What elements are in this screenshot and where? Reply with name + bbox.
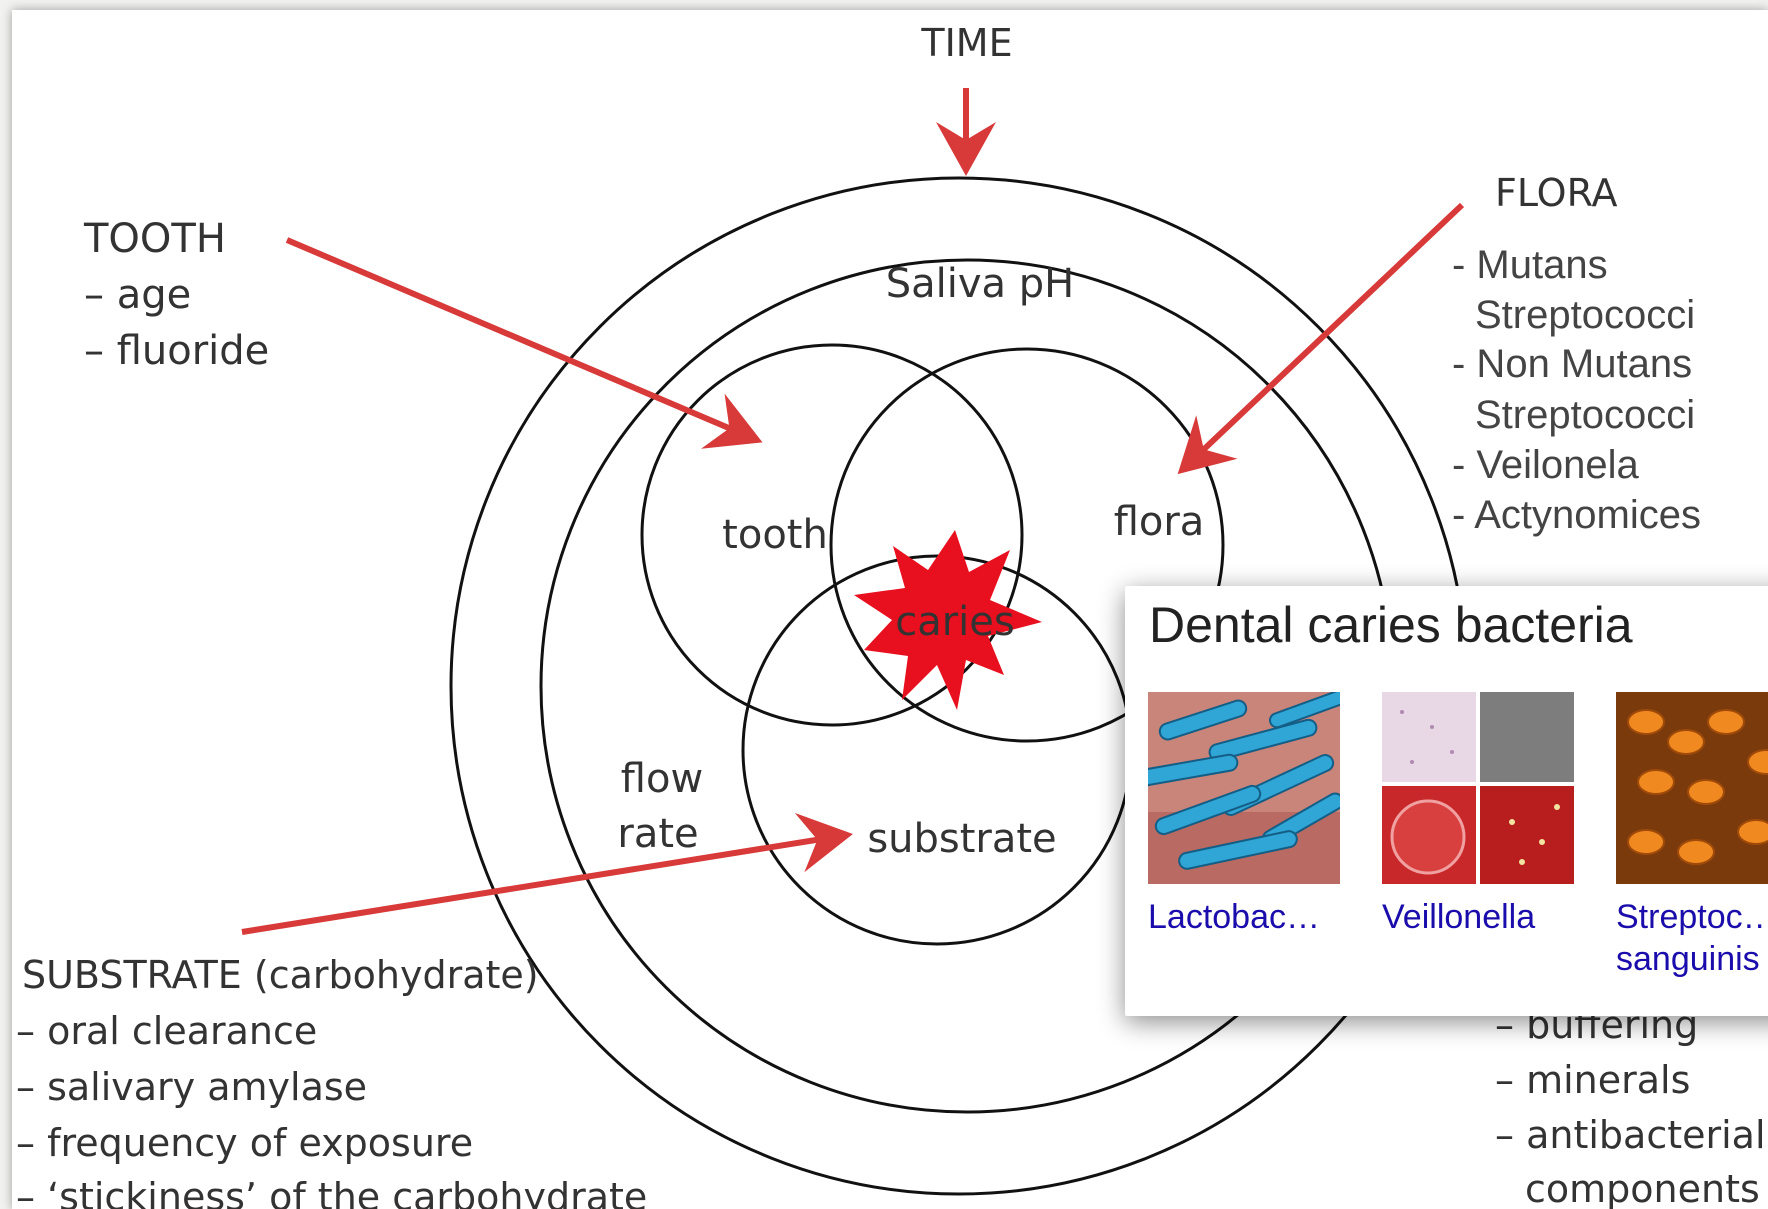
substrate-factor-item: – salivary amylase xyxy=(16,1065,367,1109)
substrate-factor-item: – ‘stickiness’ of the carbohydrate xyxy=(16,1175,647,1209)
bacteria-search-card[interactable]: Dental caries bacteria xyxy=(1125,586,1768,1016)
substrate-inner-label: substrate xyxy=(867,816,1056,862)
saliva-factor-item: – minerals xyxy=(1495,1058,1690,1102)
caries-label: caries xyxy=(895,599,1015,645)
result-link-veillonella[interactable]: Veillonella xyxy=(1382,896,1535,938)
tooth-inner-label: tooth xyxy=(722,512,828,558)
saliva-factor-item: – antibacterial xyxy=(1495,1113,1766,1157)
streptococcus-image[interactable] xyxy=(1616,692,1768,884)
flora-factor-line: Streptococci xyxy=(1475,393,1695,437)
tooth-arrow xyxy=(287,240,757,440)
flora-arrow xyxy=(1182,205,1462,470)
result-link-streptococcus-line2[interactable]: sanguinis xyxy=(1616,938,1760,980)
diagram-sheet: TIME Saliva pH tooth flora caries substr… xyxy=(12,10,1768,1209)
flow-rate-label-line1: flow xyxy=(621,756,703,802)
substrate-factor-item: – frequency of exposure xyxy=(16,1121,473,1165)
tooth-factor-item: – fluoride xyxy=(84,328,269,374)
tooth-factor-item: – age xyxy=(84,272,191,318)
flora-factor-heading: FLORA xyxy=(1495,171,1617,215)
lactobacillus-image[interactable] xyxy=(1148,692,1340,884)
time-label: TIME xyxy=(920,21,1012,65)
substrate-factor-heading: SUBSTRATE (carbohydrate) xyxy=(22,953,539,997)
flora-factor-line: - Veilonela xyxy=(1452,443,1640,487)
result-link-streptococcus[interactable]: Streptoc… xyxy=(1616,896,1768,938)
flora-factor-line: Streptococci xyxy=(1475,293,1695,337)
saliva-ph-label: Saliva pH xyxy=(886,261,1075,307)
veillonella-image[interactable] xyxy=(1382,692,1574,884)
search-card-title: Dental caries bacteria xyxy=(1149,596,1633,654)
saliva-factor-item: components xyxy=(1525,1167,1760,1209)
flow-rate-label-line2: rate xyxy=(617,811,698,857)
flora-inner-label: flora xyxy=(1114,499,1205,545)
substrate-factor-item: – oral clearance xyxy=(16,1009,317,1053)
tooth-factor-heading: TOOTH xyxy=(83,216,226,262)
flora-factor-line: - Mutans xyxy=(1452,243,1608,287)
substrate-arrow xyxy=(242,835,847,932)
flora-factor-line: - Non Mutans xyxy=(1452,342,1692,386)
result-link-lactobacillus[interactable]: Lactobac… xyxy=(1148,896,1320,938)
flora-factor-line: - Actynomices xyxy=(1452,493,1701,537)
